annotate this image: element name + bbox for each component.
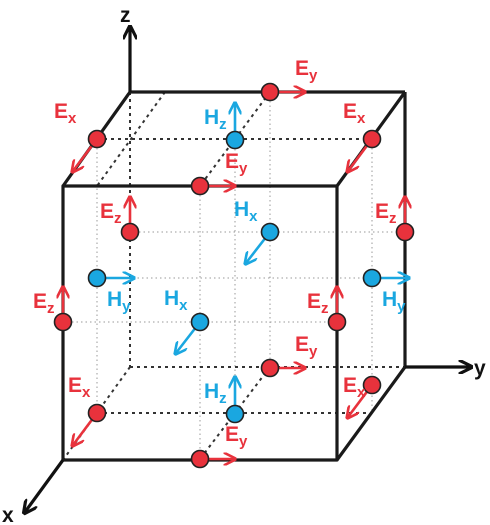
node-ey-top-back: Ey <box>260 57 318 102</box>
ex-bottom-back-label-subscript: x <box>82 384 91 401</box>
hz-bottom-dot <box>225 404 245 424</box>
ex-bottom-back-arrow <box>73 419 93 445</box>
hx-back-arrow <box>246 238 266 263</box>
hy-right-label-subscript: y <box>397 298 406 315</box>
node-ex-top-right: Ex <box>343 100 382 171</box>
hy-left-label: Hy <box>107 288 131 315</box>
ez-right-back-label-subscript: z <box>389 210 397 227</box>
node-hz-top: Hz <box>204 104 245 150</box>
ex-top-back-arrow <box>73 145 93 171</box>
ex-top-right-label: Ex <box>343 100 366 127</box>
axes <box>25 28 470 512</box>
ey-top-front-label-subscript: y <box>239 160 248 177</box>
hx-front-dot <box>190 312 210 332</box>
node-ez-right-back: Ez <box>375 198 415 242</box>
x-axis <box>25 459 65 512</box>
ex-top-right-label-subscript: x <box>357 110 366 127</box>
node-hx-front: Hx <box>164 287 210 353</box>
ex-top-back-label-subscript: x <box>68 110 77 127</box>
node-hz-bottom: Hz <box>204 378 245 424</box>
ez-left-front-label: Ez <box>33 290 55 317</box>
hx-back-label: Hx <box>234 198 258 225</box>
node-ex-top-back: Ex <box>54 100 107 171</box>
ey-top-back-dot <box>260 82 280 102</box>
ez-left-back-label: Ez <box>100 200 122 227</box>
ez-left-back-dot <box>120 222 140 242</box>
node-ex-bottom-back: Ex <box>68 374 107 445</box>
ez-left-front-label-subscript: z <box>47 300 55 317</box>
node-ez-left-back: Ez <box>100 198 140 242</box>
ez-right-back-dot <box>395 222 415 242</box>
ez-right-front-label-subscript: z <box>321 300 329 317</box>
ez-left-back-label-subscript: z <box>114 210 122 227</box>
ex-bottom-right-label: Ex <box>343 374 366 401</box>
hx-back-dot <box>260 222 280 242</box>
ez-right-front-dot <box>327 312 347 332</box>
ey-bottom-back-label: Ey <box>295 333 318 360</box>
node-ez-right-front: Ez <box>307 288 347 332</box>
node-hy-left: Hy <box>87 268 134 315</box>
ey-top-back-label: Ey <box>295 57 318 84</box>
hx-back-label-subscript: x <box>249 208 258 225</box>
hy-right-label: Hy <box>382 288 406 315</box>
node-ey-top-front: Ey <box>190 150 248 196</box>
z-axis-label: z <box>120 4 131 27</box>
hz-bottom-label-subscript: z <box>219 390 227 407</box>
hz-bottom-label: Hz <box>204 380 227 407</box>
hz-top-dot <box>225 130 245 150</box>
node-ey-bottom-back: Ey <box>260 333 318 378</box>
hy-right-dot <box>362 268 382 288</box>
hx-front-label: Hx <box>164 287 188 314</box>
hx-front-arrow <box>176 328 196 353</box>
y-axis-label: y <box>474 357 486 380</box>
ex-bottom-right-label-subscript: x <box>357 384 366 401</box>
hx-front-label-subscript: x <box>179 297 188 314</box>
node-hx-back: Hx <box>234 198 280 263</box>
hy-left-label-subscript: y <box>122 298 131 315</box>
node-ez-left-front: Ez <box>33 288 73 332</box>
ex-bottom-right-dot <box>362 375 382 395</box>
hy-left-dot <box>87 268 107 288</box>
ex-top-back-dot <box>87 129 107 149</box>
ey-top-front-label: Ey <box>225 150 248 177</box>
hz-top-label: Hz <box>204 106 227 133</box>
ey-top-back-label-subscript: y <box>309 67 318 84</box>
ez-right-back-label: Ez <box>375 200 397 227</box>
x-axis-label: x <box>2 504 14 525</box>
ex-top-back-label: Ex <box>54 100 77 127</box>
hz-top-label-subscript: z <box>219 116 227 133</box>
ey-bottom-front-dot <box>190 449 210 469</box>
ey-bottom-front-label: Ey <box>225 423 248 450</box>
ex-top-right-dot <box>362 129 382 149</box>
ey-bottom-back-label-subscript: y <box>309 343 318 360</box>
ex-bottom-back-label: Ex <box>68 374 91 401</box>
node-hy-right: Hy <box>362 268 409 315</box>
ey-top-front-dot <box>190 176 210 196</box>
ey-bottom-back-dot <box>260 358 280 378</box>
ez-right-front-label: Ez <box>307 290 329 317</box>
ez-left-front-dot <box>53 312 73 332</box>
ey-bottom-front-label-subscript: y <box>239 433 248 450</box>
ex-top-right-arrow <box>348 145 368 171</box>
ex-bottom-right-arrow <box>348 391 368 417</box>
ex-bottom-back-dot <box>87 403 107 423</box>
